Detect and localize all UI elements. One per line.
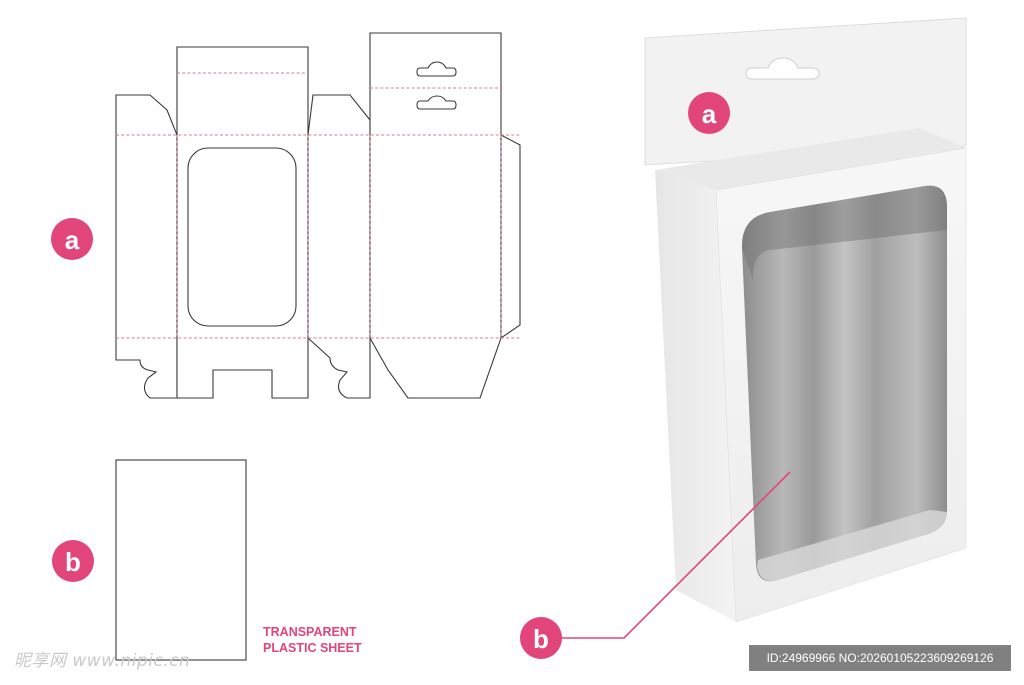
svg-text:a: a (702, 99, 717, 129)
badge-b-sheet: b (52, 540, 94, 582)
image-id-bar: ID:24969966 NO:20260105223609269126 (749, 645, 1011, 671)
dieline-window-cutout (187, 147, 297, 327)
box-window-inner-floor (757, 510, 947, 582)
dieline-left-side-panel (115, 94, 178, 399)
box-dieline (115, 32, 521, 399)
badge-a-dieline: a (51, 218, 93, 260)
box-top-face (655, 128, 966, 190)
dieline-hang-hole-1 (416, 61, 457, 77)
caption-line-2: PLASTIC SHEET (263, 641, 362, 655)
box-3d-render (644, 17, 967, 623)
box-window (741, 185, 947, 582)
dieline-glue-flap (500, 134, 521, 340)
callout-leader-line (560, 471, 791, 639)
badge-b-box: b (520, 617, 562, 659)
box-window-inner-shadow (741, 185, 947, 280)
dieline-right-side-panel (307, 94, 371, 399)
box-hang-hole (745, 57, 820, 80)
svg-text:b: b (533, 624, 549, 654)
badge-a-box: a (688, 92, 730, 134)
svg-text:b: b (65, 547, 81, 577)
watermark: 昵享网 www.nipic.cn (14, 651, 191, 671)
dieline-back-panel (369, 32, 502, 399)
caption-line-1: TRANSPARENT (263, 625, 357, 639)
box-left-side-face (655, 170, 736, 622)
dieline-hang-hole-2 (416, 95, 457, 110)
svg-text:a: a (65, 225, 80, 255)
box-hang-tab (644, 17, 967, 166)
plastic-sheet-dieline (115, 459, 247, 661)
